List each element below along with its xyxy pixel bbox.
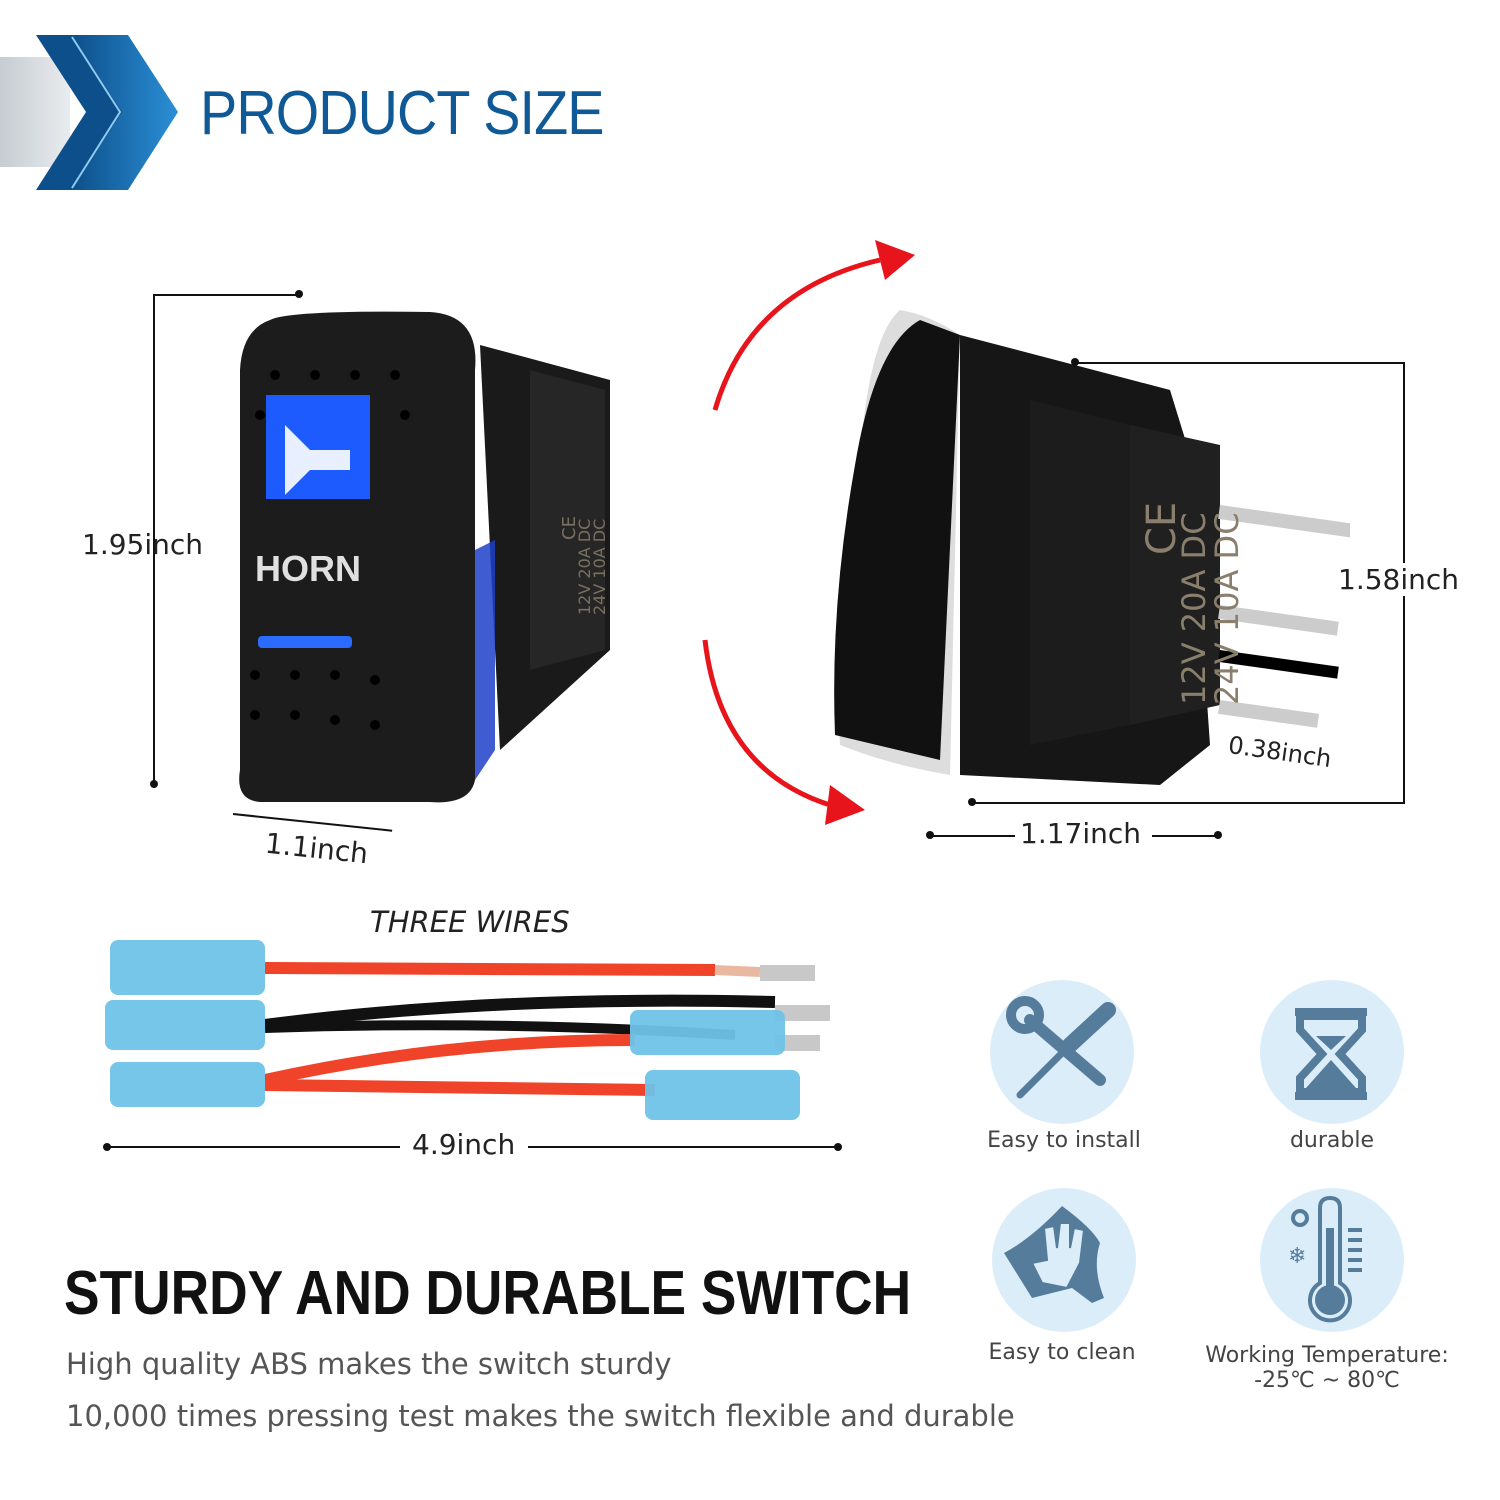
feature-label-range: -25℃ ~ 80℃ (1254, 1368, 1400, 1393)
feature-label: durable (1289, 1128, 1375, 1153)
page-title: PRODUCT SIZE (200, 79, 605, 148)
width-dimension-label: 1.1inch (263, 826, 370, 871)
wire-harness-image (105, 940, 830, 1120)
snowflake-icon: ❄ (1288, 1244, 1306, 1269)
svg-text:12V 20A DC: 12V 20A DC (575, 519, 594, 615)
feature-temperature-circle: ❄ (1260, 1188, 1404, 1332)
height-dimension-label: 1.95inch (82, 528, 204, 561)
wires-title: THREE WIRES (370, 905, 570, 939)
horn-icon (285, 425, 350, 495)
svg-text:24V 10A DC: 24V 10A DC (1208, 512, 1246, 705)
description-line: High quality ABS makes the switch sturdy (66, 1347, 672, 1381)
svg-text:12V 20A DC: 12V 20A DC (1175, 512, 1213, 705)
thermometer-icon: ❄ (1288, 1195, 1362, 1323)
side-height-dimension-label: 1.58inch (1338, 563, 1460, 596)
feature-label: Working Temperature: (1205, 1343, 1449, 1368)
ce-marking: CE (1139, 502, 1185, 555)
wire-length-label: 4.9inch (412, 1128, 516, 1161)
depth-dimension-label: 1.17inch (1020, 817, 1142, 850)
rocker-switch-side: CE 12V 20A DC 24V 10A DC (834, 310, 1350, 785)
feature-durable-circle (1260, 980, 1404, 1124)
feature-clean-circle (992, 1188, 1136, 1332)
rotation-arrows-icon (702, 240, 915, 825)
feature-install-circle (990, 980, 1134, 1124)
ce-marking: CE (559, 516, 580, 540)
svg-text:24V 10A DC: 24V 10A DC (590, 519, 609, 615)
hourglass-icon (1295, 1008, 1367, 1100)
switch-legend-text: HORN (255, 548, 361, 589)
chevron-banner-icon (0, 35, 178, 190)
description-line: 10,000 times pressing test makes the swi… (66, 1399, 1015, 1433)
feature-label: Easy to clean (988, 1340, 1136, 1365)
rocker-switch-front: CE 12V 20A DC 24V 10A DC (239, 311, 610, 803)
hand-cloth-icon (1004, 1206, 1104, 1303)
headline: STURDY AND DURABLE SWITCH (64, 1259, 912, 1328)
feature-label: Easy to install (987, 1128, 1141, 1153)
wrench-screwdriver-icon (1006, 996, 1116, 1099)
